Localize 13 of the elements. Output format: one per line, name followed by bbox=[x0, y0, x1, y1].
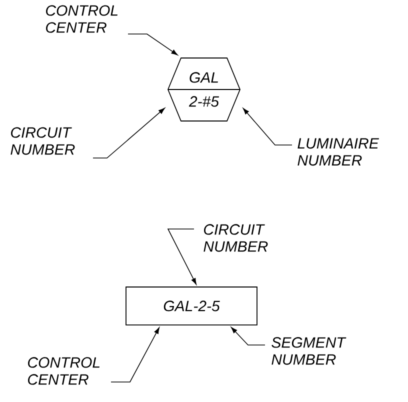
label-box: GAL-2-5 bbox=[126, 286, 258, 326]
leader-arrow bbox=[167, 228, 197, 285]
leader-arrow bbox=[230, 327, 266, 346]
leader-arrow bbox=[128, 34, 178, 56]
callout-text: CONTROL CENTER bbox=[28, 357, 100, 385]
callout-text: CONTROL CENTER bbox=[46, 5, 118, 33]
callout-text: LUMINAIRE NUMBER bbox=[298, 138, 379, 166]
callout-text: CIRCUIT NUMBER bbox=[204, 224, 268, 252]
leader-arrow bbox=[242, 108, 292, 146]
leader-arrow bbox=[92, 108, 165, 158]
callout-text: CIRCUIT NUMBER bbox=[10, 127, 75, 155]
callout-text: SEGMENT NUMBER bbox=[272, 337, 346, 365]
leader-arrow bbox=[110, 327, 160, 382]
